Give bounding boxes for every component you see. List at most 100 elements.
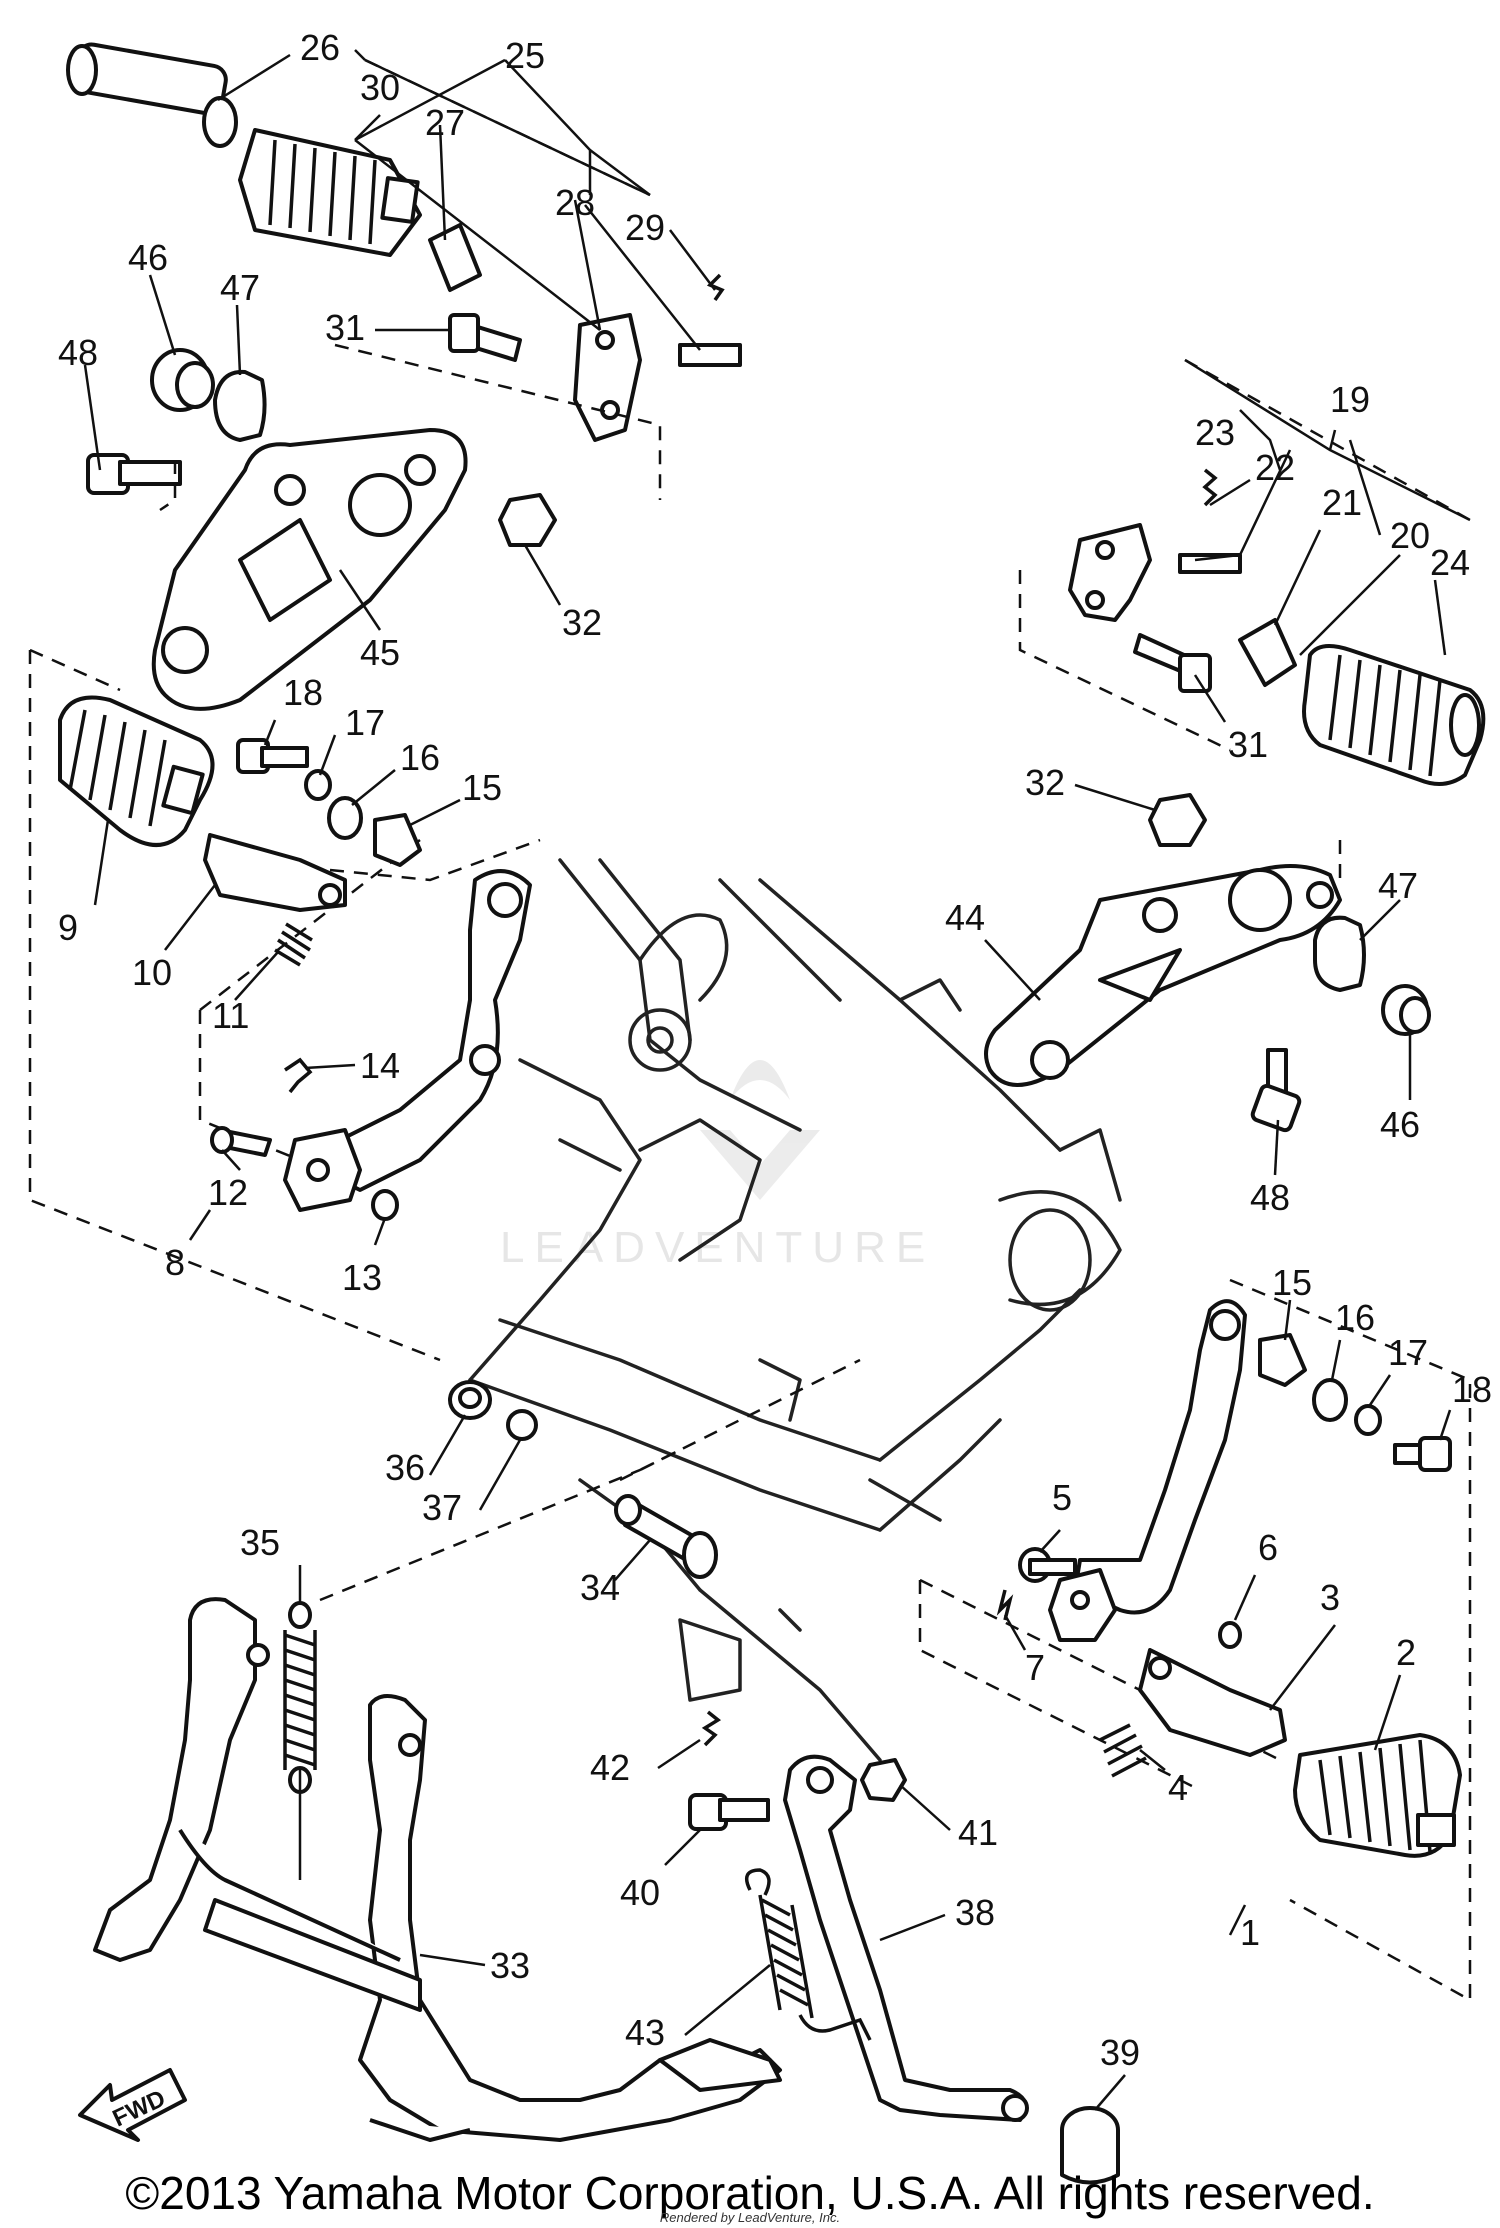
collar-46 — [150, 348, 215, 412]
collar-15-right — [1258, 1333, 1307, 1387]
callout-25: 25 — [505, 35, 545, 76]
callout-4: 4 — [1168, 1767, 1188, 1808]
callout-7: 7 — [1025, 1647, 1045, 1688]
callout-2: 2 — [1396, 1632, 1416, 1673]
footrest-arm-right — [1048, 1299, 1247, 1642]
callout-46-right: 46 — [1380, 1104, 1420, 1145]
bolt-18-right — [1393, 1436, 1452, 1472]
collar-15-left — [373, 813, 422, 867]
callout-41: 41 — [958, 1812, 998, 1853]
footrest-shaft-26 — [66, 42, 238, 148]
callout-10: 10 — [132, 952, 172, 993]
callout-39: 39 — [1100, 2032, 1140, 2073]
callout-11: 11 — [212, 995, 249, 1036]
callout-16-right: 16 — [1335, 1297, 1375, 1338]
washer-16-right — [1312, 1378, 1348, 1422]
bolt-48 — [86, 453, 182, 495]
leader-lines — [83, 49, 1471, 2111]
dash-box-1 — [919, 1278, 1472, 2003]
callout-22: 22 — [1255, 447, 1295, 488]
rendered-by-notice: Rendered by LeadVenture, Inc. — [659, 2210, 841, 2225]
callout-45: 45 — [360, 632, 400, 673]
callout-1: 1 — [1240, 1912, 1260, 1953]
callout-8: 8 — [165, 1242, 185, 1283]
collar-36 — [448, 1380, 492, 1420]
callout-31-right: 31 — [1228, 724, 1268, 765]
rear-footrest-left — [66, 42, 742, 442]
bolt-31-right — [1133, 633, 1212, 693]
callout-37: 37 — [422, 1487, 462, 1528]
footrest-bracket-44 — [984, 864, 1342, 1087]
pin-29 — [678, 343, 742, 367]
nut-32-right — [1148, 793, 1207, 847]
footrest-rubber-30 — [238, 128, 422, 257]
callout-40: 40 — [620, 1872, 660, 1913]
side-stand-38 — [783, 1754, 1029, 2122]
callout-9: 9 — [58, 907, 78, 948]
callout-47-left: 47 — [220, 267, 260, 308]
callout-14: 14 — [360, 1045, 400, 1086]
footrest-10 — [203, 833, 347, 912]
spring-35 — [283, 1601, 317, 1794]
callout-20: 20 — [1390, 515, 1430, 556]
callout-3: 3 — [1320, 1577, 1340, 1618]
washer-16-left — [327, 796, 363, 840]
callout-48-left: 48 — [58, 332, 98, 373]
callout-17-right: 17 — [1388, 1332, 1428, 1373]
cotter-7 — [996, 1589, 1014, 1621]
grommet-39 — [1060, 2106, 1120, 2185]
bolt-48-right — [1250, 1048, 1302, 1133]
damper-47 — [213, 369, 267, 442]
footrest-rubber-24 — [1302, 644, 1486, 786]
center-stand-33 — [93, 1597, 782, 2142]
callout-15-right: 15 — [1272, 1262, 1312, 1303]
bolt-40 — [688, 1793, 770, 1831]
callout-17-left: 17 — [345, 702, 385, 743]
nut-41 — [860, 1758, 907, 1802]
cotter-29 — [706, 273, 725, 302]
plate-21 — [1238, 618, 1297, 687]
callout-34: 34 — [580, 1567, 620, 1608]
footrest-rubber-2 — [1293, 1733, 1462, 1858]
callout-21: 21 — [1322, 482, 1362, 523]
callouts: 26 25 30 27 28 29 31 46 47 48 32 45 18 1… — [58, 27, 1492, 2073]
fwd-arrow-icon: FWD — [78, 2068, 187, 2142]
cotter-42 — [701, 1710, 722, 1747]
cotter-23 — [1202, 468, 1218, 507]
callout-46-left: 46 — [128, 237, 168, 278]
callout-5: 5 — [1052, 1477, 1072, 1518]
washer-37 — [506, 1409, 538, 1441]
callout-43: 43 — [625, 2012, 665, 2053]
callout-42: 42 — [590, 1747, 630, 1788]
dash-box-19 — [1018, 570, 1231, 752]
callout-32-right: 32 — [1025, 762, 1065, 803]
callout-16-left: 16 — [400, 737, 440, 778]
washer-17-left — [304, 769, 332, 801]
callout-12: 12 — [208, 1172, 248, 1213]
callout-44: 44 — [945, 897, 985, 938]
callout-27: 27 — [425, 102, 465, 143]
spring-43 — [744, 1868, 872, 2041]
callout-26: 26 — [300, 27, 340, 68]
bolt-18-left — [236, 738, 309, 774]
frame-assembly — [468, 858, 1122, 1762]
washer-17-right — [1354, 1404, 1382, 1436]
nut-32-left — [498, 493, 557, 547]
callout-29: 29 — [625, 207, 665, 248]
dash-box-8 — [28, 650, 441, 1362]
callout-28: 28 — [555, 182, 595, 223]
callout-38: 38 — [955, 1892, 995, 1933]
callout-48-right: 48 — [1250, 1177, 1290, 1218]
callout-33: 33 — [490, 1945, 530, 1986]
washer-13 — [371, 1189, 399, 1221]
footrest-bracket-45 — [151, 428, 468, 711]
spring-11 — [274, 922, 313, 967]
collar-46-right — [1381, 984, 1431, 1036]
callout-35: 35 — [240, 1522, 280, 1563]
callout-32-left: 32 — [562, 602, 602, 643]
pin-5 — [1018, 1547, 1077, 1583]
callout-30: 30 — [360, 67, 400, 108]
damper-47-right — [1313, 915, 1366, 992]
cotter-14 — [284, 1057, 313, 1094]
